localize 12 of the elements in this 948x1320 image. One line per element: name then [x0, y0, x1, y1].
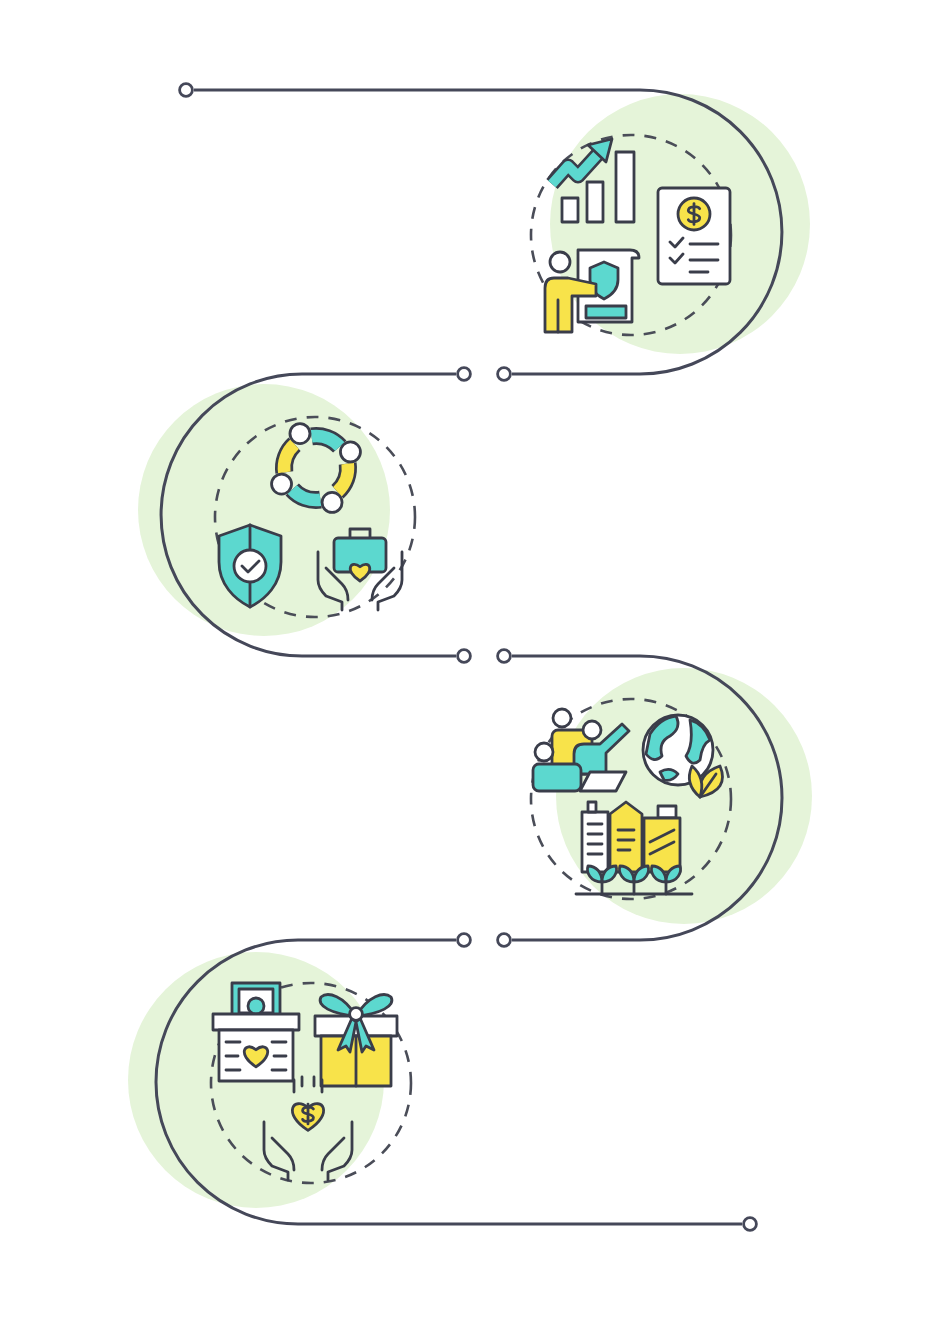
end-dot-icon — [496, 648, 512, 664]
end-dot-icon — [742, 1216, 758, 1232]
end-dot-icon — [496, 366, 512, 382]
connector-line — [159, 372, 456, 658]
end-dot-icon — [456, 932, 472, 948]
end-dot-icon — [456, 648, 472, 664]
end-dot-icon — [456, 366, 472, 382]
connector-line — [512, 654, 784, 942]
connector-line — [194, 88, 784, 376]
end-dot-icon — [178, 82, 194, 98]
connector-line — [154, 938, 742, 1226]
end-dot-icon — [496, 932, 512, 948]
